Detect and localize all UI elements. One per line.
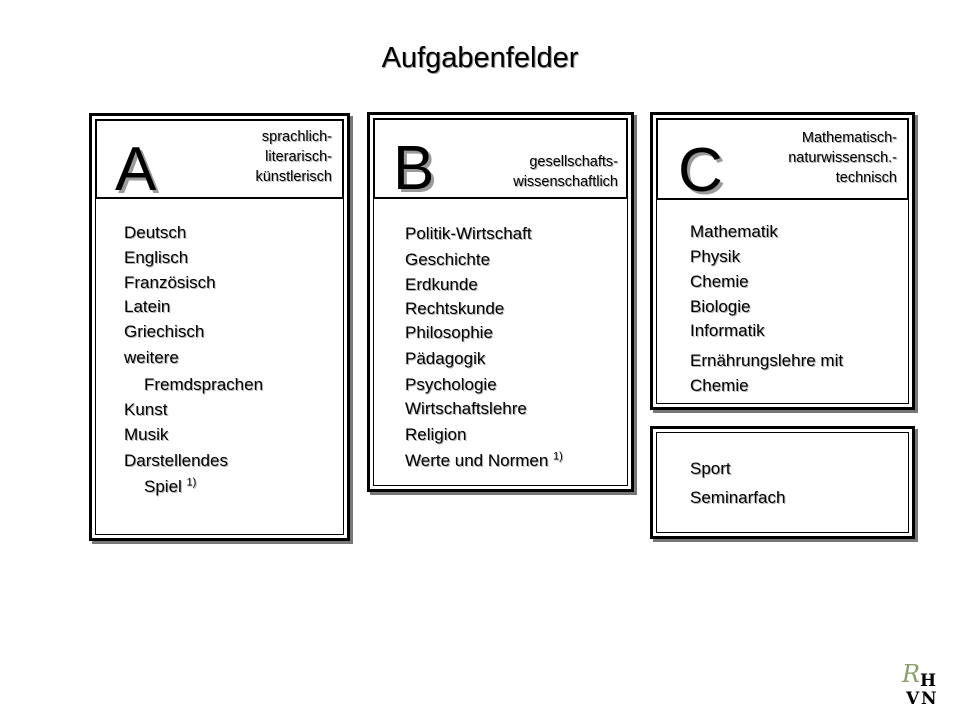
subject-item: Politik-Wirtschaft <box>405 224 532 243</box>
subject-item: Deutsch <box>124 223 187 242</box>
field-a-letter: A <box>115 135 157 204</box>
field-b-header: B gesellschafts- wissenschaftlich <box>373 118 628 203</box>
subject-item: Geschichte <box>405 250 491 269</box>
logo-v: V <box>905 689 920 706</box>
field-a-subtitle: sprachlich- literarisch- künstlerisch <box>255 129 332 185</box>
field-b-letter: B <box>393 134 435 203</box>
field-c-header: C Mathematisch- naturwissensch.- technis… <box>656 118 909 205</box>
subject-item: Seminarfach <box>690 488 786 507</box>
footnote-mark: 1) <box>553 450 563 463</box>
subject-item: Englisch <box>124 248 189 267</box>
field-c-letter: C <box>678 136 723 205</box>
subject-item: Fremdsprachen <box>144 375 264 394</box>
page-title: Aufgabenfelder <box>381 42 579 74</box>
subject-item: Latein <box>124 297 171 316</box>
logo-script-r: R <box>901 660 920 688</box>
subject-item: Biologie <box>690 297 751 316</box>
subject-item: Philosophie <box>405 323 493 342</box>
footnote-mark: 1) <box>186 476 197 489</box>
rhvn-logo: R H V N <box>900 660 950 709</box>
logo-h: H <box>920 671 936 691</box>
subject-item: Pädagogik <box>405 349 486 368</box>
subject-item: Darstellendes <box>124 451 228 470</box>
subject-item: Sport <box>690 459 731 478</box>
subject-item-footnoted: Werte und Normen 1) <box>405 450 563 470</box>
subject-item: Religion <box>405 425 467 444</box>
subject-item: Chemie <box>690 272 749 291</box>
subject-item: Informatik <box>690 321 765 340</box>
subject-item: Ernährungslehre mit <box>690 351 844 370</box>
subject-item: Physik <box>690 247 741 266</box>
subject-item: Griechisch <box>124 322 205 341</box>
field-a-header: A sprachlich- literarisch- künstlerisch <box>95 119 344 204</box>
extra-box <box>650 426 915 539</box>
subject-item: Psychologie <box>405 375 497 394</box>
subject-item: Rechtskunde <box>405 299 505 318</box>
subject-item: Erdkunde <box>405 275 478 294</box>
subject-item: Wirtschaftslehre <box>405 399 527 418</box>
subject-item: Kunst <box>124 400 168 419</box>
subject-item-footnoted: Spiel 1) <box>144 476 197 496</box>
subject-item: Chemie <box>690 376 749 395</box>
subject-item: Mathematik <box>690 222 778 241</box>
field-c-subtitle: Mathematisch- naturwissensch.- technisch <box>788 130 897 186</box>
subject-item: weitere <box>124 348 179 367</box>
subject-item: Französisch <box>124 273 216 292</box>
logo-n: N <box>921 689 937 706</box>
subject-item: Musik <box>124 425 169 444</box>
field-b-subtitle: gesellschafts- wissenschaftlich <box>513 154 618 190</box>
